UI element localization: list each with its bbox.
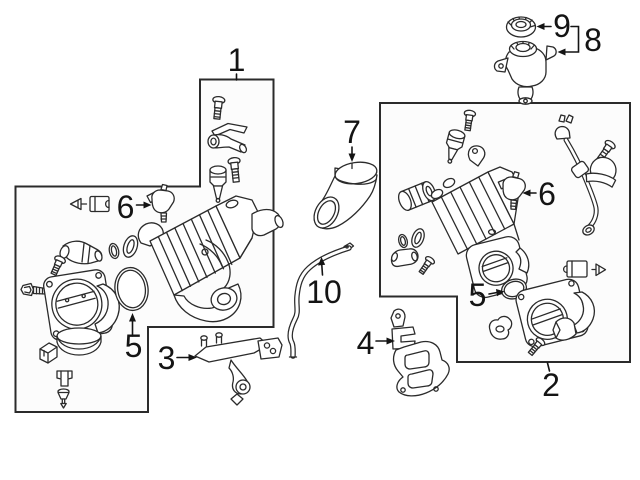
callout-2-label: 2: [542, 367, 560, 403]
callout-4: 4: [357, 325, 395, 361]
callout-6-left-label: 6: [117, 189, 135, 225]
cone-plug-right: [591, 263, 607, 277]
mounting-bolt-mid: [227, 156, 241, 183]
callout-5-right-label: 5: [469, 277, 487, 313]
callout-9: 9: [536, 8, 571, 44]
breather-hose: [207, 122, 248, 154]
map-sensor-right: [497, 171, 526, 211]
mounting-bolt-top: [212, 95, 226, 120]
callout-6-left: 6: [117, 189, 152, 225]
callout-9-label: 9: [553, 8, 571, 44]
support-bracket-4: [390, 308, 450, 397]
callout-2-leader: [546, 362, 551, 372]
callout-2: 2: [542, 362, 560, 403]
flange-bolt-box2: [418, 255, 436, 275]
cone-plug-left: [69, 197, 88, 211]
wedge-bracket-right: [552, 317, 577, 341]
callout-5-right: 5: [469, 277, 505, 313]
callout-10-label: 10: [306, 274, 342, 310]
callout-10: 10: [306, 257, 342, 310]
flange-screw-right: [527, 337, 546, 357]
flange-bolt-left: [50, 255, 66, 277]
air-intake-duct-7: [313, 161, 378, 230]
vacuum-hose-10: [287, 242, 355, 359]
callout-4-label: 4: [357, 325, 375, 361]
rubber-mount: [585, 156, 617, 188]
map-sensor-left: [146, 183, 175, 223]
cone-sensor-2: [445, 129, 466, 164]
check-valve-small: [57, 388, 70, 409]
coolant-reservoir-8: [493, 40, 557, 105]
callout-5-left-label: 5: [125, 328, 143, 364]
o-ring-small-box2: [397, 233, 409, 249]
coolant-elbow-pipe-box2: [390, 248, 419, 268]
coolant-elbow-pipe-left: [59, 240, 103, 265]
reservoir-cap-9: [505, 16, 537, 38]
grommet-left: [122, 235, 139, 258]
intercooler-throttle-assembly-right: [430, 145, 530, 299]
o-ring-large-left: [114, 266, 149, 312]
callout-1-label: 1: [228, 42, 246, 78]
mounting-bolt-box2-top: [463, 109, 477, 132]
intercooler-manifold-assembly-left: [137, 195, 284, 323]
callout-6-right-label: 6: [538, 176, 556, 212]
callout-7: 7: [343, 114, 361, 162]
clamp-grommet-right: [488, 315, 513, 340]
hex-bolt-left: [20, 282, 47, 297]
callout-7-label: 7: [343, 114, 361, 150]
connector-housing-right: [562, 260, 588, 278]
callout-8-label: 8: [584, 22, 602, 58]
connector-plug-lower: [56, 370, 73, 387]
callout-3-label: 3: [158, 340, 176, 376]
connector-housing-left: [89, 195, 110, 213]
callout-8: 8: [557, 22, 602, 58]
cone-sensor-1: [209, 165, 227, 203]
callout-5-left: 5: [125, 313, 143, 364]
grommet-box2: [411, 228, 425, 248]
coolant-pipe-assembly: [554, 114, 599, 236]
o-ring-small-left: [108, 242, 120, 260]
retaining-clip-left: [39, 342, 58, 364]
callout-3: 3: [158, 340, 197, 376]
support-bracket-3: [194, 332, 283, 406]
throttle-body-left: [43, 269, 120, 356]
callout-1: 1: [228, 42, 246, 81]
callout-6-right: 6: [522, 176, 556, 212]
